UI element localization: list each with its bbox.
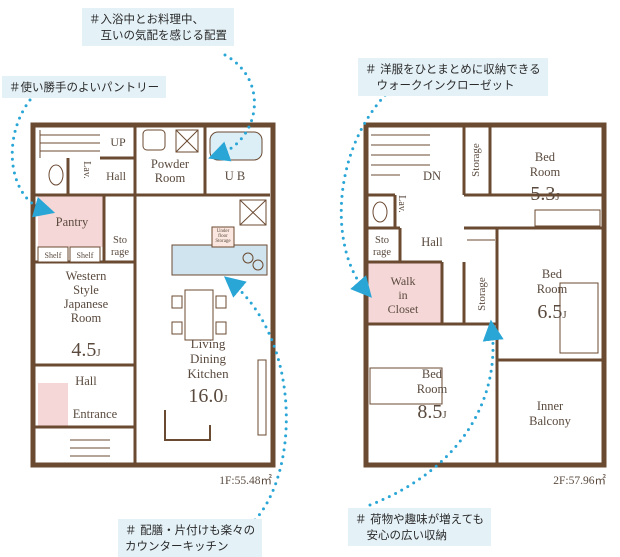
note-pantry: ＃使い勝手のよいパントリー	[2, 76, 167, 98]
n-kitchen-text: ＃ 配膳・片付けも楽々のカウンターキッチン	[125, 523, 256, 553]
tv-board	[257, 359, 267, 436]
sofa	[164, 410, 211, 441]
label-pantry: Pantry	[56, 215, 89, 229]
label-up: UP	[110, 135, 126, 149]
label-hall-top: Hall	[106, 171, 126, 183]
n-bath-text: ＃入浴中とお料理中、 互いの気配を感じる配置	[89, 12, 227, 42]
callout-pantry-line	[10, 98, 56, 218]
label-shelf-b: Shelf	[77, 251, 94, 260]
label-western-size: 4.5J	[71, 339, 101, 361]
callout-lines	[10, 53, 504, 522]
kitchen-counter	[171, 244, 268, 276]
note-pantry-text: ＃使い勝手のよいパントリー	[9, 80, 160, 94]
note-kitchen: ＃ 配膳・片付けも楽々のカウンターキッチン	[118, 519, 263, 557]
callout-kitchen-line	[223, 276, 288, 522]
label-bedroom-top-size: 5.3J	[530, 183, 560, 205]
toilet-1f	[48, 164, 64, 186]
floor-2-area: 2F:57.96㎡	[553, 474, 606, 487]
note-bath: ＃入浴中とお料理中、 互いの気配を感じる配置	[82, 8, 234, 46]
bed-top	[534, 209, 601, 227]
dining-chairs	[171, 295, 227, 335]
label-storage-mid: Storage	[476, 277, 488, 311]
callout-storage-line	[368, 319, 504, 507]
bed-bottom	[369, 367, 443, 405]
note-storage: ＃ 荷物や趣味が増えても 安心の広い収納	[348, 508, 492, 546]
label-ub: U B	[225, 169, 246, 183]
callout-bath-line	[208, 53, 256, 162]
toilet-2f	[372, 201, 388, 223]
label-lav-2f: Lav.	[396, 195, 407, 212]
label-ldk-size: 16.0J	[188, 385, 228, 407]
stairs-2f	[371, 134, 430, 176]
n-storage-text: ＃ 荷物や趣味が増えても 安心の広い収納	[355, 512, 485, 542]
dining-table	[184, 289, 214, 341]
label-bedroom-bottom-size: 8.5J	[417, 401, 447, 423]
stairs-1f	[39, 130, 100, 158]
under-floor-storage	[211, 226, 235, 248]
label-dn: DN	[423, 169, 441, 183]
n-closet-text: ＃ 洋服をひとまとめに収納できる ウォークインクローゼット	[365, 62, 541, 92]
label-hall-2f: Hall	[421, 235, 443, 249]
fridge	[239, 199, 267, 226]
label-entrance: Entrance	[73, 407, 118, 421]
entry-steps	[70, 439, 110, 457]
washer-box	[175, 129, 199, 153]
entrance-fill	[38, 383, 68, 427]
note-closet: ＃ 洋服をひとまとめに収納できる ウォークインクローゼット	[358, 58, 548, 96]
callout-closet-line	[339, 88, 392, 298]
bed-right	[559, 282, 599, 354]
walk-in-closet-fill	[366, 262, 442, 324]
floor-1-area: 1F:55.48㎡	[219, 474, 272, 487]
floor-1-outer-wall	[30, 122, 276, 468]
floor-1-plan	[30, 122, 276, 468]
powder-sink	[142, 129, 166, 151]
label-shelf-a: Shelf	[45, 251, 62, 260]
label-hall-lower: Hall	[75, 374, 97, 388]
label-lav-1f: Lav.	[81, 161, 92, 178]
label-storage-top: Storage	[470, 143, 482, 177]
label-bedroom-right-size: 6.5J	[537, 301, 567, 323]
